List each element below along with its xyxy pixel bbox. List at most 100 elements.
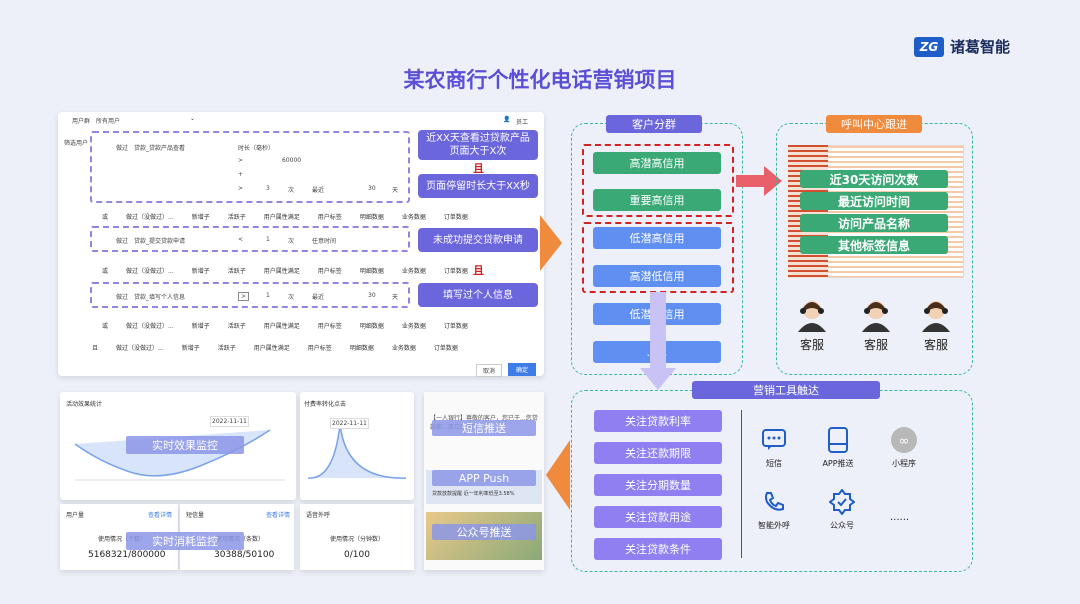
event-item-select[interactable]: 贷款_提交贷款申请: [134, 238, 186, 245]
add-new-button[interactable]: 新增子: [191, 268, 210, 275]
brand-name: 诸葛智能: [950, 38, 1011, 56]
stat-link[interactable]: 查看详情: [266, 512, 291, 519]
add-tag-button[interactable]: 用户标签: [317, 268, 342, 275]
add-tag-button[interactable]: 用户标签: [317, 323, 342, 330]
tool-label: 小程序: [892, 459, 916, 468]
app-push-text: 贷款放款提醒 近一年利率低至3.58%: [432, 491, 515, 497]
add-order-button[interactable]: 订单数据: [443, 214, 468, 221]
add-order-button[interactable]: 订单数据: [433, 345, 458, 352]
tool-app-push[interactable]: APP推送: [816, 426, 860, 469]
event-select[interactable]: 做过: [116, 294, 129, 301]
tool-label: APP推送: [822, 459, 854, 468]
op-select[interactable]: <: [238, 236, 244, 243]
event-select[interactable]: 做过: [116, 145, 129, 152]
event-item-select[interactable]: 贷款_填写个人信息: [134, 294, 186, 301]
period-select[interactable]: 任意时间: [312, 238, 337, 245]
period-select[interactable]: 最近: [312, 294, 325, 301]
confirm-button[interactable]: 确定: [508, 363, 537, 376]
add-attr-button[interactable]: 用户属性满足: [263, 268, 300, 275]
add-detail-button[interactable]: 明细数据: [359, 214, 384, 221]
add-event-button[interactable]: 做过（没做过）...: [126, 323, 174, 330]
add-active-button[interactable]: 活跃子: [217, 345, 236, 352]
add-event-button[interactable]: 做过（没做过）...: [126, 214, 174, 221]
op-select[interactable]: >: [238, 292, 250, 301]
add-business-button[interactable]: 业务数据: [401, 268, 426, 275]
days-input[interactable]: 30: [368, 185, 376, 192]
add-active-button[interactable]: 活跃子: [227, 214, 246, 221]
arrow-down-icon: [640, 292, 676, 390]
sms-icon: [760, 426, 788, 454]
add-attr-button[interactable]: 用户属性满足: [253, 345, 290, 352]
add-business-button[interactable]: 业务数据: [401, 214, 426, 221]
call-center-header: 呼叫中心跟进: [826, 115, 922, 133]
topic-installment[interactable]: 关注分期数量: [594, 474, 722, 496]
add-event-button[interactable]: 做过（没做过）...: [126, 268, 174, 275]
topic-condition[interactable]: 关注贷款条件: [594, 538, 722, 560]
cancel-button[interactable]: 取消: [476, 364, 503, 377]
value-input[interactable]: 1: [266, 292, 270, 299]
event-select[interactable]: 做过: [116, 238, 129, 245]
push-examples-panel: 【一人银行】尊敬的客户，您已于...您贷款期...请立即办理... 短信推送 A…: [424, 392, 544, 570]
stat-sub: 使用情况（个数）: [98, 536, 147, 543]
add-new-button[interactable]: 新增子: [181, 345, 200, 352]
user-avatar-icon: 👤: [503, 116, 511, 123]
topic-rate[interactable]: 关注贷款利率: [594, 410, 722, 432]
add-active-button[interactable]: 活跃子: [227, 268, 246, 275]
phone-call-icon: [760, 488, 788, 516]
segment-high-high[interactable]: 高潜高信用: [593, 152, 721, 174]
agent-avatar-icon: [862, 301, 890, 332]
add-attr-button[interactable]: 用户属性满足: [263, 214, 300, 221]
add-new-button[interactable]: 新增子: [191, 214, 210, 221]
op-select-2[interactable]: >: [238, 185, 244, 192]
stat-link[interactable]: 查看详情: [148, 512, 173, 519]
segment-high-low[interactable]: 高潜低信用: [593, 265, 721, 287]
tag-other-labels: 其他标签信息: [800, 236, 948, 254]
add-attr-button[interactable]: 用户属性满足: [263, 323, 300, 330]
tool-sms[interactable]: 短信: [754, 426, 794, 469]
chevron-down-icon[interactable]: ⌄: [190, 115, 196, 122]
user-group-label: 用户群: [72, 118, 91, 125]
topic-usage[interactable]: 关注贷款用途: [594, 506, 722, 528]
add-business-button[interactable]: 业务数据: [391, 345, 416, 352]
user-name[interactable]: 员工: [516, 119, 529, 126]
add-active-button[interactable]: 活跃子: [227, 323, 246, 330]
tool-official-account[interactable]: 公众号: [822, 488, 862, 531]
add-event-button[interactable]: 做过（没做过）...: [116, 345, 164, 352]
logo-mark: ZG: [914, 36, 944, 57]
days-input[interactable]: 30: [368, 292, 376, 299]
condition-tag-3: 未成功提交贷款申请: [418, 228, 538, 252]
wechat-push-label: 公众号推送: [432, 524, 536, 540]
add-detail-button[interactable]: 明细数据: [349, 345, 374, 352]
add-order-button[interactable]: 订单数据: [443, 323, 468, 330]
add-order-button[interactable]: 订单数据: [443, 268, 468, 275]
op-select-1[interactable]: >: [238, 157, 244, 164]
svg-text:∞: ∞: [899, 434, 910, 449]
add-new-button[interactable]: 新增子: [191, 323, 210, 330]
chart-title: 活动效果统计: [66, 401, 103, 408]
user-group-select[interactable]: 所有用户: [96, 118, 121, 125]
period-select[interactable]: 最近: [312, 187, 325, 194]
value-input-1[interactable]: 60000: [282, 157, 302, 164]
tool-label: 短信: [766, 459, 782, 468]
field-select[interactable]: 时长（毫秒）: [238, 145, 275, 152]
value-input[interactable]: 1: [266, 236, 270, 243]
tool-mini-program[interactable]: ∞ 小程序: [884, 426, 924, 469]
agent-2: 客服: [858, 296, 894, 353]
marketing-header: 营销工具触达: [692, 381, 880, 399]
value-input-2[interactable]: 3: [266, 185, 270, 192]
topic-term[interactable]: 关注还款期限: [594, 442, 722, 464]
add-condition-icon[interactable]: +: [238, 171, 244, 178]
agent-label: 客服: [923, 338, 948, 352]
stat-sub: 使用情况（分钟数）: [330, 536, 385, 543]
add-tag-button[interactable]: 用户标签: [307, 345, 332, 352]
event-item-select[interactable]: 贷款_贷款产品查看: [134, 145, 186, 152]
add-detail-button[interactable]: 明细数据: [359, 268, 384, 275]
add-business-button[interactable]: 业务数据: [401, 323, 426, 330]
agent-label: 客服: [863, 338, 888, 352]
segment-low-high[interactable]: 低潜高信用: [593, 227, 721, 249]
day-unit: 天: [392, 294, 399, 301]
add-tag-button[interactable]: 用户标签: [317, 214, 342, 221]
add-detail-button[interactable]: 明细数据: [359, 323, 384, 330]
segment-important-high[interactable]: 重要高信用: [593, 189, 721, 211]
tool-phone-call[interactable]: 智能外呼: [752, 488, 796, 531]
